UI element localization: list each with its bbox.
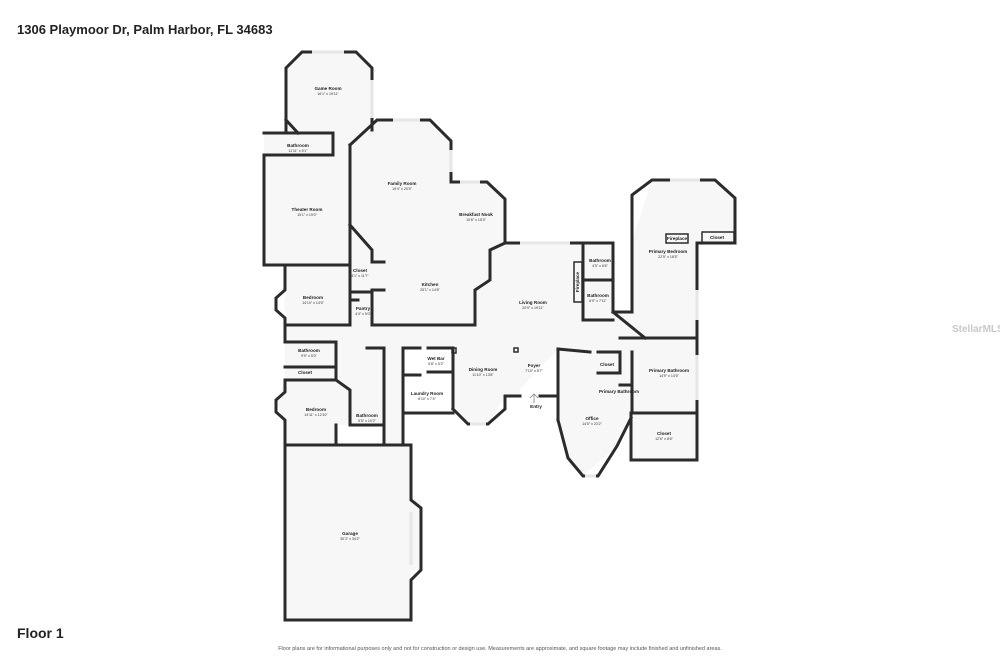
- room-dim-office: 14'5" x 23'2": [582, 422, 602, 426]
- room-name-primary-bathroom: Primary Bathroom: [649, 368, 689, 373]
- room-dim-bathroom-left: 9'9" x 5'0": [301, 354, 317, 358]
- windows: [312, 50, 700, 565]
- room-dim-theater-room: 15'1" x 19'0": [297, 213, 317, 217]
- room-name-bedroom-lower: Bedroom: [306, 407, 326, 412]
- property-address-title: 1306 Playmoor Dr, Palm Harbor, FL 34683: [17, 22, 273, 37]
- room-name-bathroom-upper: Bathroom: [287, 143, 309, 148]
- room-name-wet-bar: Wet Bar: [427, 356, 444, 361]
- room-name-theater-room: Theater Room: [292, 207, 323, 212]
- room-dim-bathroom-center2: 6'9" x 7'11": [589, 299, 607, 303]
- room-dim-bathroom-upper: 11'11" x 5'1": [288, 149, 308, 153]
- watermark-logo: StellarMLS: [952, 324, 1000, 335]
- room-dim-garage: 30'3" x 34'2": [340, 537, 360, 541]
- room-name-primary-bedroom: Primary Bedroom: [649, 249, 688, 254]
- room-dim-bedroom-lower: 14'11" x 12'10": [304, 413, 328, 417]
- room-name-closet-left: Closet: [298, 370, 313, 375]
- entry-arrow: [529, 393, 539, 403]
- room-name-closet-mid: Closet: [600, 362, 615, 367]
- floor-label: Floor 1: [17, 625, 64, 641]
- room-dim-bathroom-lower: 5'5" x 10'2": [358, 419, 376, 423]
- room-dim-bedroom-left: 14'10" x 14'5": [302, 301, 324, 305]
- room-name-laundry-room: Laundry Room: [411, 391, 443, 396]
- room-name-fireplace-living: Fireplace: [575, 271, 580, 292]
- room-dim-laundry-room: 8'10" x 7'4": [418, 397, 436, 401]
- room-dim-pantry: 4'4" x 5'0": [355, 312, 371, 316]
- room-name-game-room: Game Room: [314, 86, 341, 91]
- room-dim-foyer: 7'10" x 8'7": [525, 369, 543, 373]
- floor-fills: [264, 52, 735, 620]
- room-name-closet-primary2: Closet: [657, 431, 672, 436]
- room-name-bathroom-center1: Bathroom: [589, 258, 611, 263]
- disclaimer-text: Floor plans are for informational purpos…: [278, 646, 722, 652]
- room-name-closet-hall: Closet: [353, 268, 368, 273]
- room-name-breakfast-nook: Breakfast Nook: [459, 212, 493, 217]
- room-dim-primary-bedroom: 22'5" x 18'5": [658, 255, 678, 259]
- room-name-garage: Garage: [342, 531, 358, 536]
- room-name-kitchen: Kitchen: [422, 282, 439, 287]
- room-name-living-room: Living Room: [519, 300, 547, 305]
- room-name-bedroom-left: Bedroom: [303, 295, 323, 300]
- room-name-pantry: Pantry: [356, 306, 371, 311]
- room-dim-living-room: 20'9" x 19'11": [522, 306, 544, 310]
- room-name-bathroom-lower: Bathroom: [356, 413, 378, 418]
- walls: [262, 50, 737, 622]
- room-dim-breakfast-nook: 10'6" x 15'3": [466, 218, 486, 222]
- room-name-bathroom-left: Bathroom: [298, 348, 320, 353]
- room-dim-game-room: 16'1" x 19'11": [317, 92, 339, 96]
- room-dim-bathroom-center1: 4'5" x 6'6": [592, 264, 608, 268]
- room-dim-wet-bar: 5'8" x 5'2": [428, 362, 444, 366]
- room-name-family-room: Family Room: [388, 181, 417, 186]
- room-dim-primary-bathroom: 14'9" x 14'5": [659, 374, 679, 378]
- room-name-entry: Entry: [530, 404, 542, 409]
- room-labels: Game Room 16'1" x 19'11" Bathroom 11'11"…: [287, 86, 724, 541]
- room-dim-dining-room: 11'10" x 13'8": [472, 373, 494, 377]
- room-dim-closet-hall: 4'1" x 11'7": [351, 274, 369, 278]
- room-name-office: Office: [585, 416, 598, 421]
- room-name-primary-bathroom-small: Primary Bathroom: [599, 389, 639, 394]
- room-name-closet-primary: Closet: [710, 235, 725, 240]
- room-name-foyer: Foyer: [528, 363, 541, 368]
- room-dim-kitchen: 25'1" x 14'8": [420, 288, 440, 292]
- room-name-fireplace-primary: Fireplace: [667, 236, 688, 241]
- room-name-bathroom-center2: Bathroom: [587, 293, 609, 298]
- room-dim-closet-primary2: 12'6" x 8'6": [655, 437, 673, 441]
- room-name-dining-room: Dining Room: [469, 367, 498, 372]
- room-dim-family-room: 19'4" x 20'5": [392, 187, 412, 191]
